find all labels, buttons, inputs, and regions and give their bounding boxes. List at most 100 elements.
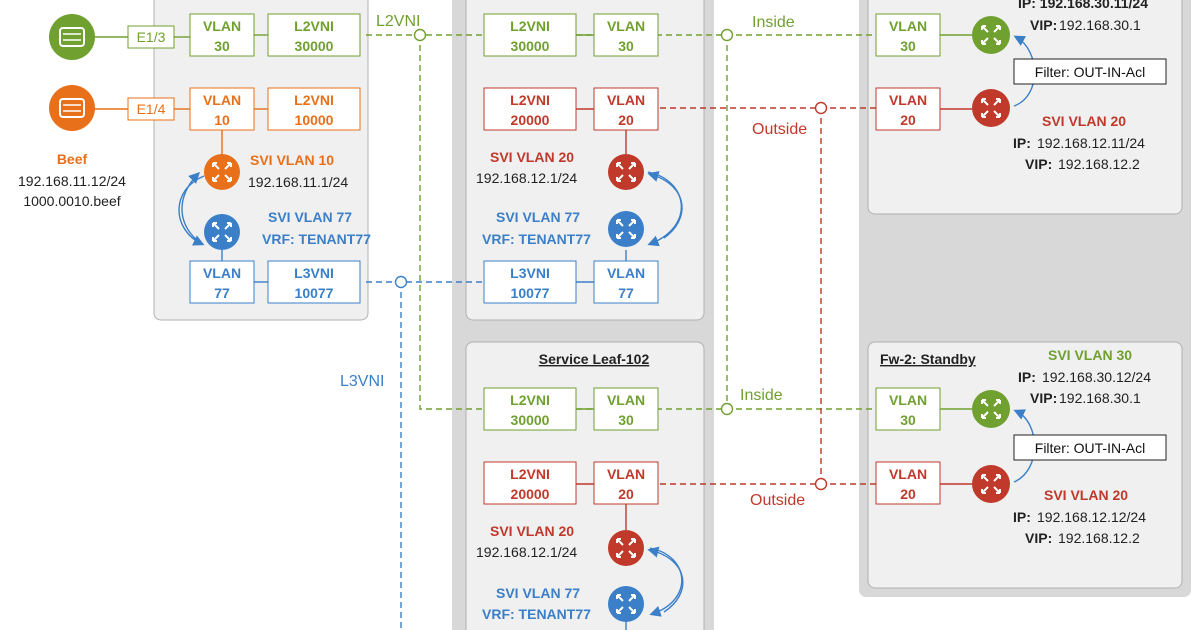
svi20-title: SVI VLAN 20 xyxy=(490,149,574,165)
box-label: VLAN xyxy=(607,18,645,34)
box-label: L3VNI xyxy=(510,265,550,281)
svi77-vrf: VRF: TENANT77 xyxy=(262,231,371,247)
junction-dot xyxy=(720,402,734,416)
host-mac: 1000.0010.beef xyxy=(23,193,120,209)
fw1-vip20-value: 192.168.12.2 xyxy=(1058,156,1140,172)
box-value: 30 xyxy=(900,38,916,54)
junction-dot xyxy=(720,28,734,42)
fw2-svi30-title: SVI VLAN 30 xyxy=(1048,347,1132,363)
router-icon xyxy=(608,586,644,622)
router-icon xyxy=(204,214,240,250)
vlan-box xyxy=(875,13,941,57)
service-leaf-title: Service Leaf-102 xyxy=(539,351,650,367)
box-value: 10077 xyxy=(511,285,550,301)
host-name: Beef xyxy=(57,151,88,167)
fw1-panel xyxy=(867,0,1183,215)
box-value: 20 xyxy=(618,112,634,128)
fw1-svi20-title: SVI VLAN 20 xyxy=(1042,113,1126,129)
router-icon xyxy=(608,211,644,247)
box-label: VLAN xyxy=(607,392,645,408)
box-label: VLAN xyxy=(607,92,645,108)
box-label: L2VNI xyxy=(510,92,550,108)
fw2-vip30-key: VIP: xyxy=(1030,390,1057,406)
server-icon xyxy=(49,85,95,131)
svi77-title: SVI VLAN 77 xyxy=(268,209,352,225)
box-label: VLAN xyxy=(203,265,241,281)
port-e1-3 xyxy=(127,25,175,49)
router-icon xyxy=(608,154,644,190)
box-value: 10 xyxy=(214,112,230,128)
host-ip: 192.168.11.12/24 xyxy=(18,173,126,189)
fw1-ip20-value: 192.168.12.11/24 xyxy=(1037,135,1145,151)
inside-label-top: Inside xyxy=(752,14,795,31)
box-label: VLAN xyxy=(203,92,241,108)
box-value: 77 xyxy=(618,285,634,301)
fw2-vip30-value: 192.168.30.1 xyxy=(1059,390,1141,406)
svi10-title: SVI VLAN 10 xyxy=(250,152,334,168)
vlan-box xyxy=(593,13,659,57)
router-icon xyxy=(972,89,1010,127)
fw2-svi20-title: SVI VLAN 20 xyxy=(1044,487,1128,503)
fw2-ip20-value: 192.168.12.12/24 xyxy=(1037,509,1146,525)
box-label: VLAN xyxy=(203,18,241,34)
box-value: 20 xyxy=(900,486,916,502)
l2vni-box xyxy=(267,13,361,57)
l3vni-box xyxy=(267,260,361,304)
fw2-vip20-value: 192.168.12.2 xyxy=(1058,530,1140,546)
router-icon xyxy=(972,16,1010,54)
router-icon xyxy=(204,154,240,190)
l3vni-link-label: L3VNI xyxy=(340,373,384,390)
box-label: VLAN xyxy=(889,18,927,34)
svi10-ip: 192.168.11.1/24 xyxy=(248,174,348,190)
port-label: E1/3 xyxy=(137,29,166,45)
vlan-box xyxy=(189,13,255,57)
fw1-ip20-key: IP: xyxy=(1013,135,1031,151)
vlan-box xyxy=(875,87,941,131)
box-label: L3VNI xyxy=(294,265,334,281)
fw1-vip30-key: VIP: xyxy=(1030,17,1057,33)
junction-dot xyxy=(413,28,427,42)
junction-dot xyxy=(394,275,408,289)
vlan-box xyxy=(189,87,255,131)
outside-label-bottom: Outside xyxy=(750,492,805,509)
svi77-vrf: VRF: TENANT77 xyxy=(482,231,591,247)
l2vni-box xyxy=(483,387,577,431)
box-value: 20 xyxy=(900,112,916,128)
box-value: 30000 xyxy=(511,412,550,428)
box-label: VLAN xyxy=(607,265,645,281)
svi20-ip: 192.168.12.1/24 xyxy=(476,544,577,560)
box-label: VLAN xyxy=(889,92,927,108)
vlan-box xyxy=(593,461,659,505)
l2vni-box xyxy=(483,87,577,131)
box-value: 30000 xyxy=(511,38,550,54)
fw1-ip30: IP: 192.168.30.11/24 xyxy=(1018,0,1148,11)
filter-box xyxy=(1013,58,1167,85)
port-label: E1/4 xyxy=(137,101,166,117)
vlan-box xyxy=(593,87,659,131)
junction-dot xyxy=(814,477,828,491)
l2vni-box xyxy=(267,87,361,131)
fw2-vip20-key: VIP: xyxy=(1025,530,1052,546)
server-icon xyxy=(49,14,95,60)
router-icon xyxy=(972,465,1010,503)
fw2-title: Fw-2: Standby xyxy=(880,351,976,367)
router-icon xyxy=(972,390,1010,428)
fw2-ip20-key: IP: xyxy=(1013,509,1031,525)
svi77-title: SVI VLAN 77 xyxy=(496,209,580,225)
box-value: 30 xyxy=(618,38,634,54)
outside-label-top: Outside xyxy=(752,121,807,138)
box-value: 10077 xyxy=(295,285,334,301)
box-value: 10000 xyxy=(295,112,334,128)
vlan-box xyxy=(593,260,659,304)
fw2-panel xyxy=(867,341,1183,589)
box-label: L2VNI xyxy=(510,392,550,408)
box-label: VLAN xyxy=(607,466,645,482)
inside-label-bottom: Inside xyxy=(740,387,783,404)
filter-box xyxy=(1013,434,1167,461)
svi20-ip: 192.168.12.1/24 xyxy=(476,170,577,186)
box-value: 77 xyxy=(214,285,230,301)
vlan-box xyxy=(189,260,255,304)
router-icon xyxy=(608,530,644,566)
filter-label: Filter: OUT-IN-Acl xyxy=(1035,64,1145,80)
